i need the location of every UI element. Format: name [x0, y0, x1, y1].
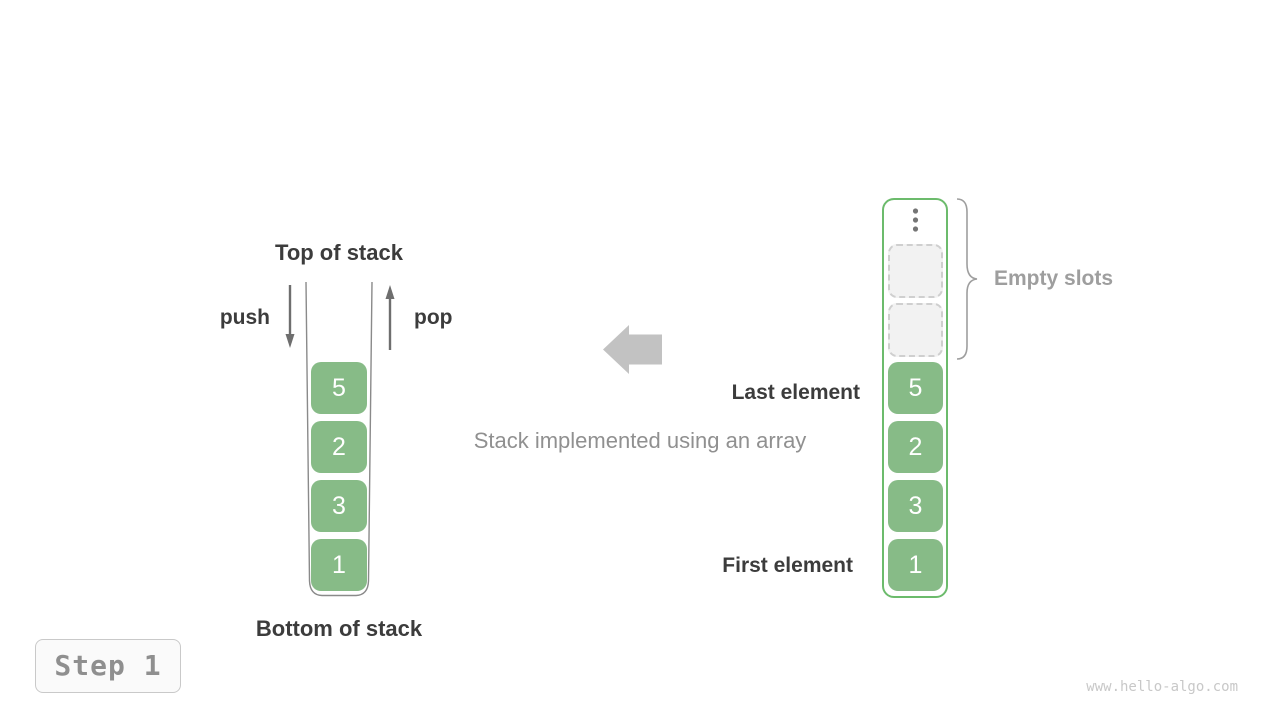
- pop-label: pop: [414, 306, 453, 329]
- push-arrow-icon: [285, 285, 295, 348]
- empty-slots-label: Empty slots: [994, 267, 1114, 290]
- array-cell: 1: [888, 539, 943, 591]
- empty-slot: [888, 303, 943, 357]
- empty-slots-brace: [956, 198, 978, 360]
- push-label: push: [219, 306, 270, 329]
- step-badge: Step 1: [35, 639, 181, 693]
- array-cell: 5: [888, 362, 943, 414]
- stack-cell: 5: [311, 362, 367, 414]
- step-badge-label: Step 1: [54, 649, 162, 682]
- stack-cell: 3: [311, 480, 367, 532]
- stack-cell: 2: [311, 421, 367, 473]
- bottom-of-stack-label: Bottom of stack: [255, 616, 423, 641]
- left-block-arrow-icon: [603, 325, 662, 374]
- stack-cell: 1: [311, 539, 367, 591]
- pop-arrow-icon: [385, 285, 395, 350]
- diagram-caption: Stack implemented using an array: [473, 428, 807, 453]
- top-of-stack-label: Top of stack: [275, 240, 403, 265]
- stack-container-outline: [305, 282, 373, 597]
- array-cell: 3: [888, 480, 943, 532]
- array-cell: 2: [888, 421, 943, 473]
- empty-slot: [888, 244, 943, 298]
- first-element-label: First element: [722, 554, 853, 577]
- ellipsis-dots-icon: [912, 208, 919, 232]
- watermark-url: www.hello-algo.com: [1086, 679, 1238, 695]
- last-element-label: Last element: [731, 381, 860, 404]
